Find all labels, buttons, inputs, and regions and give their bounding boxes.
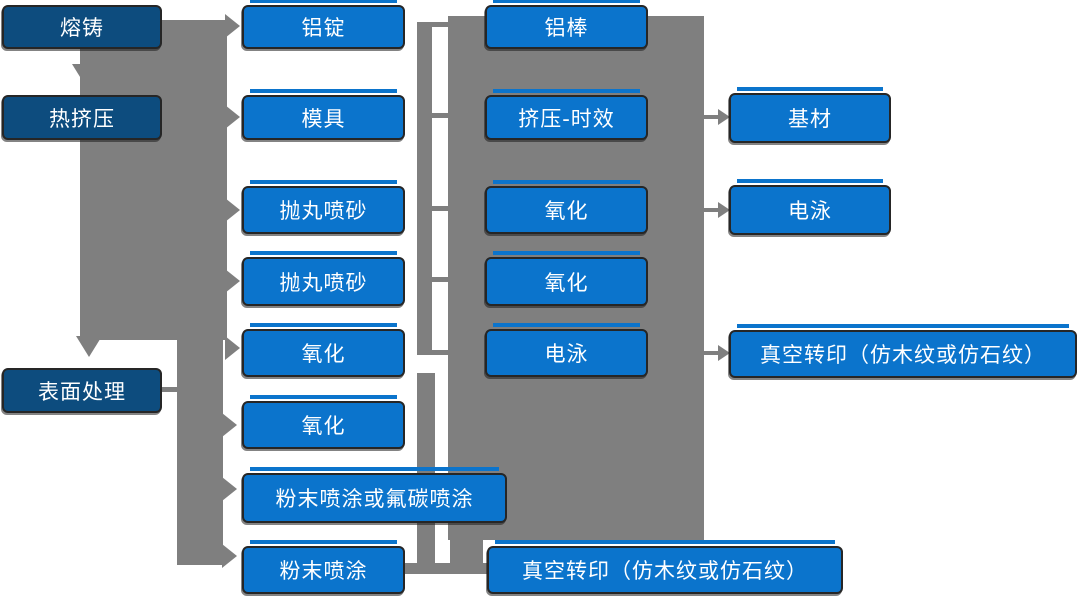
node-vacuum-transfer-right: 真空转印（仿木纹或仿石纹） [729,324,1077,378]
arrowhead-to-oxidation-2 [222,413,237,437]
arrowhead-to-vacuum-transfer-4 [718,345,730,361]
connector-stub-surface-treatment [160,387,178,392]
connector-band-lower [177,340,223,565]
arrowhead-to-oxidation-1 [225,336,240,360]
arrowhead-to-shot-blasting-1 [225,198,240,222]
node-hot-extrusion: 热挤压 [2,95,162,140]
node-aluminum-rod: 铝棒 [485,0,648,49]
node-electrophoresis-c3: 电泳 [485,323,648,377]
node-oxidation-c2-1: 氧化 [242,323,405,377]
arrowhead-to-base-material [718,109,730,125]
arrowhead-to-shot-blasting-2 [225,269,240,293]
node-oxidation-c3-2: 氧化 [485,251,648,306]
arrowhead-to-electrophoresis-4 [718,202,730,218]
node-shot-blasting-2: 抛丸喷砂 [242,251,405,306]
connector-bar-middle-lower [417,373,435,570]
arrowhead-to-surface-treatment [76,336,102,357]
arrowhead-to-powder-coating [222,544,237,568]
connector-stub-row1 [430,22,449,27]
arrowhead-to-aluminum-ingot [225,14,240,38]
node-vacuum-transfer-bottom: 真空转印（仿木纹或仿石纹） [487,540,843,594]
node-powder-or-fluorocarbon-coating: 粉末喷涂或氟碳喷涂 [242,467,507,523]
node-base-material: 基材 [729,87,891,143]
arrowhead-to-powder-fluorocarbon [222,477,237,501]
connector-stub-row4 [430,277,449,282]
connector-stub-row2 [430,113,449,118]
node-electrophoresis-c4: 电泳 [729,179,891,235]
node-oxidation-c3-1: 氧化 [485,180,648,234]
node-surface-treatment: 表面处理 [2,368,162,413]
node-oxidation-c2-2: 氧化 [242,395,405,449]
node-shot-blasting-1: 抛丸喷砂 [242,180,405,234]
connector-band-main [80,20,227,340]
node-mold: 模具 [242,89,405,140]
connector-line-to-base-material [703,115,719,119]
connector-stub-row5 [430,350,449,355]
connector-line-to-electrophoresis [703,208,719,212]
connector-bar-middle-upper [417,22,432,355]
arrowhead-to-mold [225,105,240,129]
node-extrusion-aging: 挤压-时效 [485,89,648,140]
arrowhead-to-hot-extrusion [72,64,98,85]
node-aluminum-ingot: 铝锭 [242,0,405,49]
node-powder-coating: 粉末喷涂 [242,540,405,594]
connector-bottom-link [405,563,487,574]
node-melt-casting: 熔铸 [2,5,162,49]
connector-line-to-vacuum-transfer [703,351,719,355]
connector-stub-row3 [430,206,449,211]
